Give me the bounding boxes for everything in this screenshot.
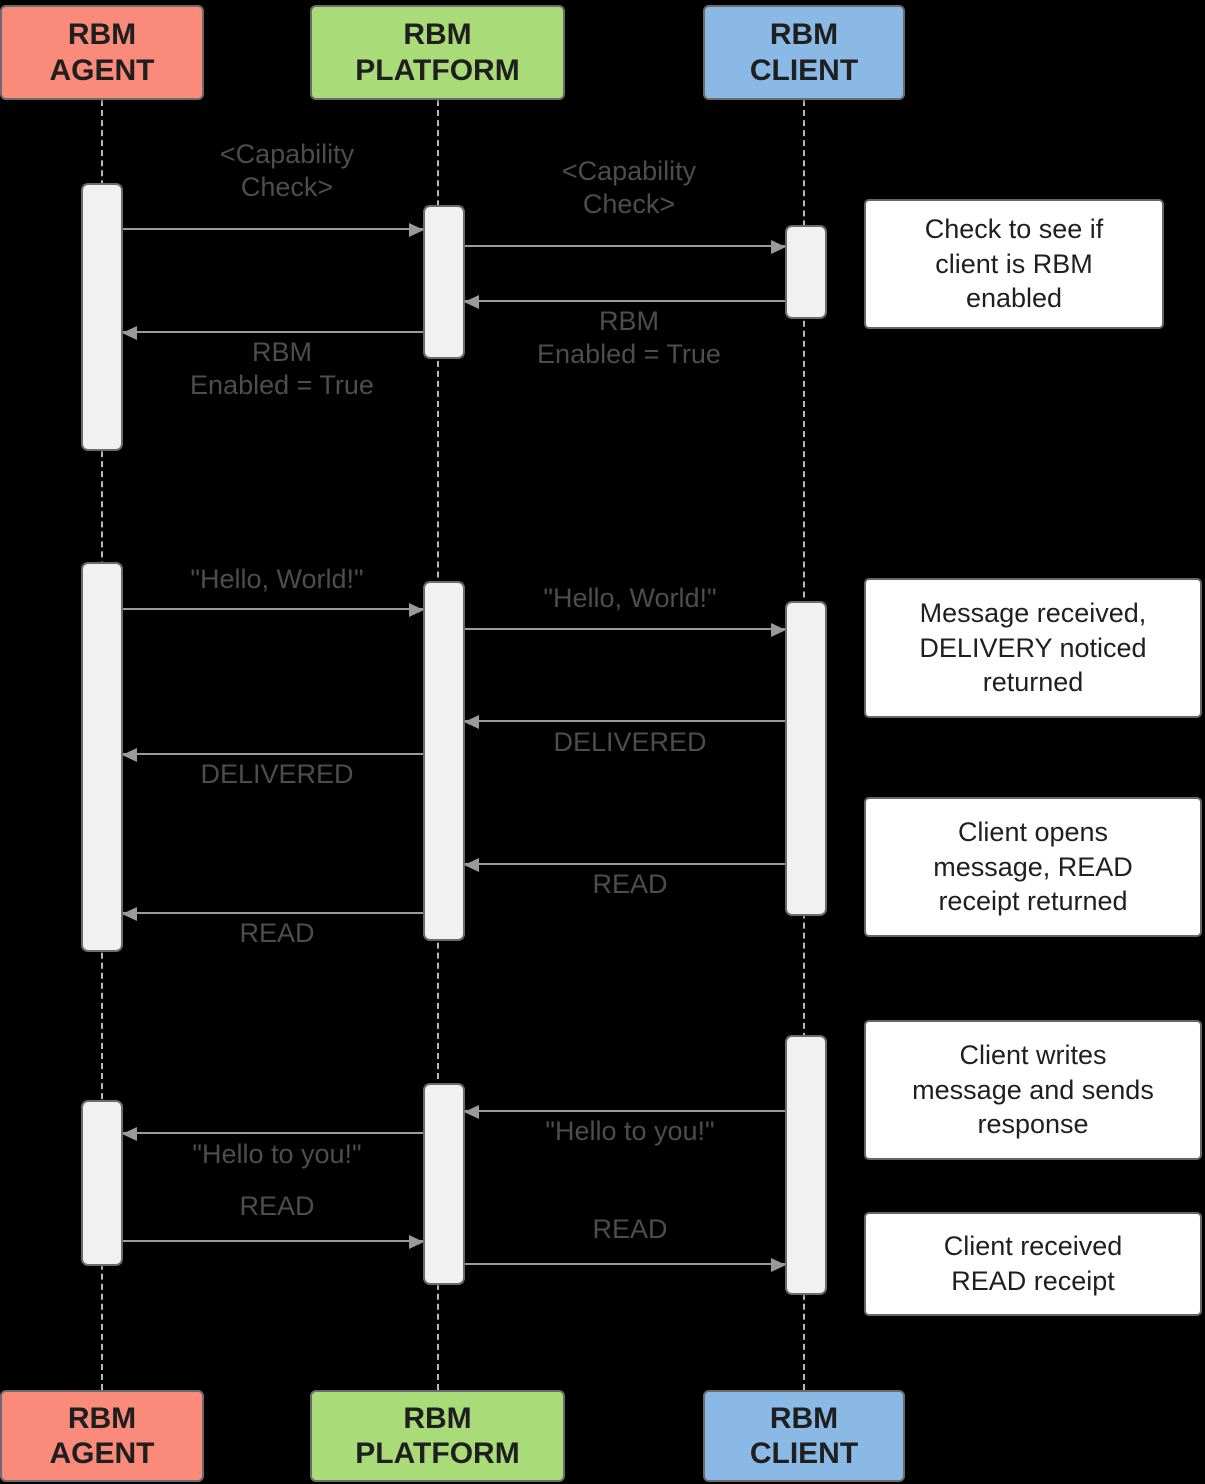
arrowhead-right-icon xyxy=(771,623,786,637)
participant-label-line1: RBM xyxy=(769,1401,839,1435)
message-label-m4: RBM Enabled = True xyxy=(190,337,374,400)
activation-bar-agent xyxy=(81,183,123,451)
arrowhead-right-icon xyxy=(409,1235,424,1249)
participant-label-line1: RBM xyxy=(67,18,137,52)
arrowhead-left-icon xyxy=(122,326,137,340)
activation-bar-agent xyxy=(81,562,123,952)
arrowhead-left-icon xyxy=(464,715,479,729)
participant-label-line2: PLATFORM xyxy=(355,1437,520,1470)
note-n3: Client opens message, READ receipt retur… xyxy=(864,797,1202,937)
message-label-m10: READ xyxy=(239,918,315,948)
message-label-m7: DELIVERED xyxy=(553,727,707,757)
activation-bar-platform xyxy=(423,581,465,941)
participant-label-line2: AGENT xyxy=(49,53,155,87)
message-arrow-m13 xyxy=(123,1235,424,1249)
activation-bar-platform xyxy=(423,205,465,359)
note-n4: Client writes message and sends response xyxy=(864,1020,1202,1160)
participant-label-line1: RBM xyxy=(403,18,472,52)
participant-label-line2: CLIENT xyxy=(749,1437,859,1470)
arrowhead-left-icon xyxy=(122,748,137,762)
message-arrow-m1 xyxy=(123,223,424,237)
note-n5: Client received READ receipt xyxy=(864,1212,1202,1316)
message-arrow-m10 xyxy=(122,907,423,921)
message-label-m5: "Hello, World!" xyxy=(190,564,364,594)
arrowhead-right-icon xyxy=(409,603,424,617)
message-label-m8: DELIVERED xyxy=(200,759,354,789)
message-label-m12: "Hello to you!" xyxy=(192,1139,362,1169)
message-arrow-m11 xyxy=(464,1105,785,1119)
arrowhead-left-icon xyxy=(122,1127,137,1141)
note-n1: Check to see if client is RBM enabled xyxy=(864,199,1164,329)
message-label-m11: "Hello to you!" xyxy=(545,1116,715,1146)
message-label-m1: <Capability Check> xyxy=(219,139,355,202)
activation-bar-client xyxy=(785,225,827,319)
message-label-m9: READ xyxy=(592,869,668,899)
participant-label-line2: AGENT xyxy=(49,1437,155,1470)
note-n2: Message received, DELIVERY noticed retur… xyxy=(864,578,1202,718)
message-arrow-m4 xyxy=(122,326,423,340)
participant-label-line1: RBM xyxy=(403,1401,472,1435)
activation-bar-client xyxy=(785,1035,827,1295)
message-arrow-m3 xyxy=(464,295,785,309)
message-label-m14: READ xyxy=(592,1214,668,1244)
activation-bar-agent xyxy=(81,1100,123,1266)
message-arrow-m14 xyxy=(465,1258,786,1272)
arrowhead-right-icon xyxy=(409,223,424,237)
arrowhead-left-icon xyxy=(464,1105,479,1119)
arrowhead-left-icon xyxy=(464,295,479,309)
arrowhead-right-icon xyxy=(771,240,786,254)
activation-bar-client xyxy=(785,601,827,916)
arrowhead-right-icon xyxy=(771,1258,786,1272)
participant-label-line2: PLATFORM xyxy=(355,53,520,87)
arrowhead-left-icon xyxy=(122,907,137,921)
participant-label-line2: CLIENT xyxy=(749,53,859,87)
message-arrow-m7 xyxy=(464,715,785,729)
participant-label-line1: RBM xyxy=(67,1401,137,1435)
activation-bar-platform xyxy=(423,1083,465,1285)
message-label-m6: "Hello, World!" xyxy=(543,583,717,613)
message-arrow-m6 xyxy=(465,623,786,637)
arrowhead-left-icon xyxy=(464,858,479,872)
message-arrow-m2 xyxy=(465,240,786,254)
message-label-m3: RBM Enabled = True xyxy=(537,306,721,369)
message-arrow-m9 xyxy=(464,858,785,872)
message-label-m13: READ xyxy=(239,1191,315,1221)
message-arrow-m8 xyxy=(122,748,423,762)
participant-label-line1: RBM xyxy=(769,18,839,52)
message-label-m2: <Capability Check> xyxy=(561,156,697,219)
message-arrow-m12 xyxy=(122,1127,423,1141)
message-arrow-m5 xyxy=(123,603,424,617)
